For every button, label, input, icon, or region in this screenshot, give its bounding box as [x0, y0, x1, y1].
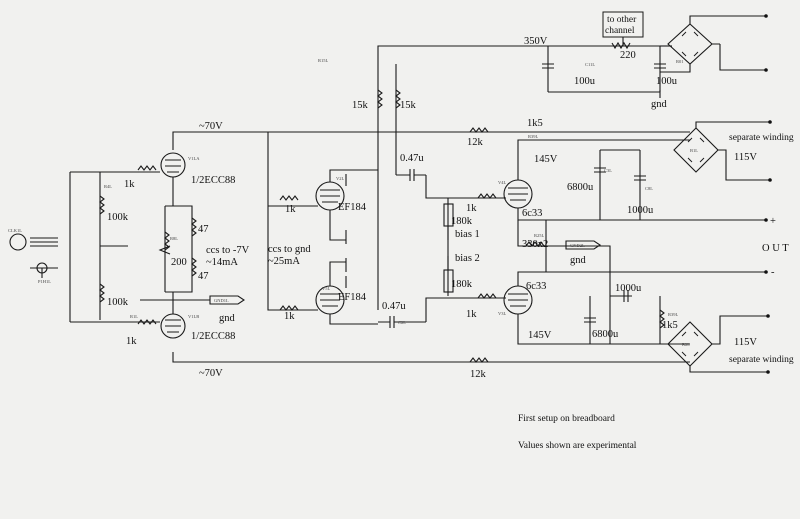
bridge-rectifier-top — [660, 14, 768, 73]
label-1k-in-bot: 1k — [126, 336, 137, 347]
label-1000u-bot: 1000u — [615, 283, 642, 294]
svg-text:R39L: R39L — [668, 312, 679, 317]
svg-text:CLK1L: CLK1L — [8, 228, 22, 233]
label-180k-b: 180k — [451, 279, 473, 290]
label-047u-bot: 0.47u — [382, 301, 406, 312]
label-200: 200 — [171, 257, 187, 268]
label-25ma: ~25mA — [268, 256, 300, 267]
input-stage: CLK1L P1H1L R4L R1L — [8, 165, 160, 325]
label-70v-bot: ~70V — [199, 368, 223, 379]
label-220: 220 — [620, 50, 636, 61]
label-ef184-top: EF184 — [338, 202, 367, 213]
label-sep-winding-top: separate winding — [729, 133, 794, 143]
label-145v-top: 145V — [534, 154, 558, 165]
svg-text:V2L: V2L — [336, 176, 344, 181]
bridge-rectifier-mid: B1L — [673, 120, 772, 182]
label-1k-grid-top: 1k — [466, 203, 477, 214]
label-gnd-mid: gnd — [219, 313, 236, 324]
label-sep-winding-bot: separate winding — [729, 355, 794, 365]
label-plus: + — [770, 216, 776, 227]
label-6c33-top: 6c33 — [522, 208, 542, 219]
label-ef184-bot: EF184 — [338, 292, 367, 303]
top-power-supply: R15L C11L R01 — [318, 11, 768, 128]
label-6800u-top: 6800u — [567, 182, 594, 193]
label-330x2: 330x2 — [522, 239, 548, 250]
gnd-tag-out: GND2L — [565, 240, 601, 250]
label-ecc88-bot: 1/2ECC88 — [191, 331, 235, 342]
label-1k5-top: 1k5 — [527, 118, 543, 129]
svg-text:R01: R01 — [676, 59, 684, 64]
svg-text:C8L: C8L — [645, 186, 653, 191]
labels: 350V to other channel 220 100u 100u gnd … — [107, 15, 794, 451]
label-1k-ef-top: 1k — [285, 204, 296, 215]
svg-text:R8L: R8L — [170, 236, 178, 241]
rails — [172, 89, 690, 363]
label-100u-a: 100u — [574, 76, 596, 87]
svg-text:R25L: R25L — [534, 233, 545, 238]
label-12k-bot: 12k — [470, 369, 487, 380]
output-stage: V4L V3L GND2L R39L R25L C3L C8L R39L — [498, 134, 766, 345]
label-to-other: to other — [607, 15, 637, 25]
label-350v: 350V — [524, 36, 548, 47]
label-minus: - — [771, 267, 775, 278]
svg-text:R15L: R15L — [318, 58, 329, 63]
tube-ecc88-top: V1LA — [160, 152, 200, 178]
label-145v-bot: 145V — [528, 330, 552, 341]
svg-text:R4L: R4L — [104, 184, 112, 189]
label-6c33-bot: 6c33 — [526, 281, 546, 292]
svg-text:GND2L: GND2L — [570, 243, 585, 248]
label-bias1: bias 1 — [455, 229, 480, 240]
svg-text:GND1L: GND1L — [214, 298, 229, 303]
label-ccs-gnd: ccs to gnd — [268, 244, 311, 255]
svg-text:V1LB: V1LB — [188, 314, 199, 319]
label-115v-bot: 115V — [734, 337, 757, 348]
label-100u-b: 100u — [656, 76, 678, 87]
label-70v-top: ~70V — [199, 121, 223, 132]
tube-ecc88-bot: V1LB — [160, 313, 199, 339]
svg-text:B1L: B1L — [690, 148, 698, 153]
label-47-b: 47 — [198, 271, 209, 282]
svg-text:V4L: V4L — [498, 180, 506, 185]
bridge-rectifier-bot: B2L — [667, 314, 770, 374]
label-15k-b: 15k — [400, 100, 417, 111]
label-out: O U T — [762, 243, 789, 254]
coupling-network: C2L — [378, 169, 506, 328]
label-1000u-top: 1000u — [627, 205, 654, 216]
label-1k5-bot: 1k5 — [662, 320, 678, 331]
gnd-tag-mid: GND1L — [209, 295, 245, 305]
label-ccs-neg7: ccs to -7V — [206, 245, 250, 256]
label-47-a: 47 — [198, 224, 209, 235]
svg-text:V1LA: V1LA — [188, 156, 200, 161]
label-1k-ef-bot: 1k — [284, 311, 295, 322]
label-14ma: ~14mA — [206, 257, 238, 268]
svg-text:R39L: R39L — [528, 134, 539, 139]
label-gnd-top: gnd — [651, 99, 668, 110]
ef184-stage: V2L V5L — [267, 132, 378, 325]
svg-text:C2L: C2L — [398, 320, 406, 325]
svg-text:C11L: C11L — [585, 62, 595, 67]
label-1k-grid-bot: 1k — [466, 309, 477, 320]
label-180k-a: 180k — [451, 216, 473, 227]
label-6800u-bot: 6800u — [592, 329, 619, 340]
label-gnd-out: gnd — [570, 255, 587, 266]
label-047u-top: 0.47u — [400, 153, 424, 164]
label-12k-top: 12k — [467, 137, 484, 148]
note-experimental: Values shown are experimental — [518, 441, 637, 451]
label-channel: channel — [605, 26, 635, 36]
label-115v-top: 115V — [734, 152, 757, 163]
note-breadboard: First setup on breadboard — [518, 414, 615, 424]
svg-text:P1H1L: P1H1L — [38, 279, 51, 284]
svg-text:V5L: V5L — [322, 286, 330, 291]
svg-text:V3L: V3L — [498, 311, 506, 316]
label-100k-b: 100k — [107, 297, 129, 308]
label-1k-in-top: 1k — [124, 179, 135, 190]
label-15k-a: 15k — [352, 100, 369, 111]
svg-text:R1L: R1L — [130, 314, 138, 319]
svg-text:B2L: B2L — [682, 342, 690, 347]
label-bias2: bias 2 — [455, 253, 480, 264]
label-ecc88-top: 1/2ECC88 — [191, 175, 235, 186]
svg-text:C3L: C3L — [604, 168, 612, 173]
label-100k-a: 100k — [107, 212, 129, 223]
